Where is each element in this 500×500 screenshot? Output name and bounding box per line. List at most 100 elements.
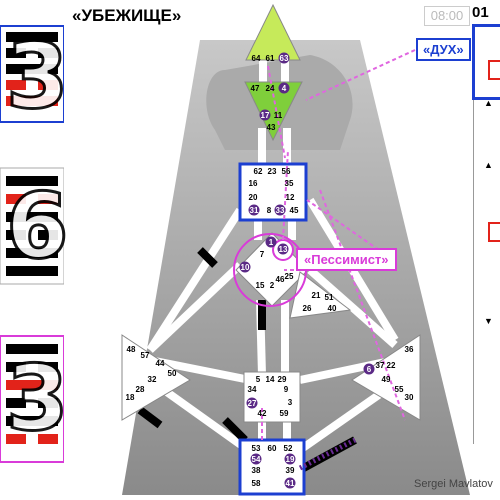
dotted-active-line	[298, 437, 357, 471]
right-panel-marker-1	[488, 60, 500, 80]
gate-47: 47	[251, 84, 260, 93]
hexagram-middle: 6	[0, 166, 70, 285]
gate-41-marker	[284, 477, 296, 489]
gate-38: 38	[252, 466, 261, 475]
gate-18: 18	[126, 393, 135, 402]
gate-9: 9	[284, 385, 289, 394]
dashed-links	[261, 49, 416, 440]
gate-1-marker	[265, 236, 277, 248]
gate-4: 4	[282, 84, 287, 93]
gate-31-marker	[248, 204, 260, 216]
gate-52: 52	[284, 444, 293, 453]
gate-41: 41	[286, 479, 295, 488]
gate-27: 27	[248, 399, 257, 408]
hexagram-top-lines	[0, 25, 65, 123]
gate-56: 56	[282, 167, 291, 176]
gate-7: 7	[260, 250, 265, 259]
gate-48: 48	[127, 345, 136, 354]
gate-42: 42	[258, 409, 267, 418]
gate-39: 39	[286, 466, 295, 475]
gate-58: 58	[252, 479, 261, 488]
hexagram-bottom: 3	[0, 334, 70, 463]
gate-21: 21	[312, 291, 321, 300]
gate-11: 11	[274, 111, 283, 120]
gate-43: 43	[267, 123, 276, 132]
hexagram-number-2: 6	[5, 173, 71, 281]
gate-50: 50	[168, 369, 177, 378]
gate-37: 37	[376, 361, 385, 370]
gate-15: 15	[256, 281, 265, 290]
gate-46: 46	[276, 275, 285, 284]
triangle-up-icon: ▲	[484, 98, 493, 108]
gate-28: 28	[136, 385, 145, 394]
gate-6-marker	[363, 363, 375, 375]
gate-26: 26	[303, 304, 312, 313]
gate-13: 13	[279, 245, 288, 254]
gate-63: 63	[280, 54, 289, 63]
gate-17-marker	[259, 109, 271, 121]
gate-1: 1	[269, 238, 274, 247]
gate-6: 6	[367, 365, 372, 374]
hexagram-bottom-lines	[0, 335, 65, 463]
gate-29: 29	[278, 375, 287, 384]
right-panel-header	[472, 24, 500, 100]
gate-30: 30	[405, 393, 414, 402]
gate-8: 8	[267, 206, 272, 215]
right-panel	[473, 24, 500, 444]
gate-59: 59	[280, 409, 289, 418]
head-center	[245, 3, 301, 61]
gate-53: 53	[252, 444, 261, 453]
gate-5: 5	[256, 375, 261, 384]
gate-54-marker	[250, 453, 262, 465]
hexagram-number-1: 3	[5, 23, 71, 131]
gate-16: 16	[249, 179, 258, 188]
time-label-2: 01	[472, 4, 489, 21]
solar-plexus-center	[351, 334, 421, 421]
gate-22: 22	[387, 361, 396, 370]
right-panel-marker-2	[488, 222, 500, 242]
gate-62: 62	[254, 167, 263, 176]
pessimist-label: «Пессимист»	[296, 248, 397, 271]
gate-36: 36	[405, 345, 414, 354]
gate-49: 49	[382, 375, 391, 384]
page-title: «УБЕЖИЩЕ»	[72, 6, 182, 25]
gate-27-marker	[246, 397, 258, 409]
gate-20: 20	[249, 193, 258, 202]
gate-40: 40	[328, 304, 337, 313]
gate-25: 25	[285, 272, 294, 281]
triangle-down-icon: ▼	[484, 316, 493, 326]
gate-17: 17	[261, 111, 270, 120]
gate-23: 23	[268, 167, 277, 176]
ajna-center	[244, 81, 303, 142]
gate-19: 19	[286, 455, 295, 464]
time-label: 08:00	[424, 6, 470, 26]
gate-54: 54	[252, 455, 261, 464]
sacral-center	[243, 371, 301, 423]
gate-33: 33	[276, 206, 285, 215]
gate-33-marker	[274, 204, 286, 216]
gate-34: 34	[248, 385, 257, 394]
gate-31: 31	[250, 206, 259, 215]
gate-44: 44	[156, 359, 165, 368]
gate-10: 10	[241, 263, 250, 272]
gate-60: 60	[268, 444, 277, 453]
gate-19-marker	[284, 453, 296, 465]
hexagram-top: 3	[0, 23, 70, 131]
gate-13-marker	[277, 243, 289, 255]
gate-12: 12	[286, 193, 295, 202]
hexagram-number-3: 3	[5, 345, 71, 453]
gate-63-marker	[278, 52, 290, 64]
gate-24: 24	[266, 84, 275, 93]
gate-10-marker	[239, 261, 251, 273]
spirit-label: «ДУХ»	[416, 38, 471, 61]
gate-57: 57	[141, 351, 150, 360]
gate-3: 3	[288, 398, 293, 407]
gate-32: 32	[148, 375, 157, 384]
gate-35: 35	[285, 179, 294, 188]
gate-4-marker	[278, 82, 290, 94]
gate-64: 64	[252, 54, 261, 63]
spleen-center	[121, 334, 191, 421]
gate-45: 45	[290, 206, 299, 215]
